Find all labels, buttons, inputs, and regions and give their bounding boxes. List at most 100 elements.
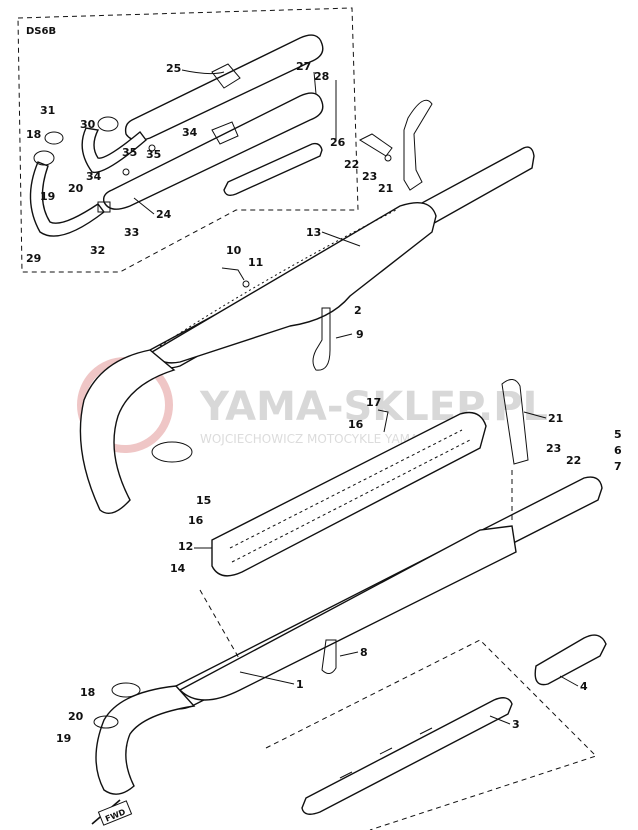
bracket-8 [321, 639, 337, 674]
bolt-35 [148, 144, 156, 152]
callout-20b: 20 [68, 710, 84, 723]
callout-15: 15 [196, 494, 211, 507]
flange-30 [97, 116, 119, 132]
callout-14: 14 [170, 562, 186, 575]
callout-26: 26 [330, 136, 346, 149]
baffle-alignment-lines [265, 639, 597, 830]
callout-21a: 21 [378, 182, 393, 195]
washer-23a [384, 154, 392, 162]
inset-frame [17, 7, 359, 273]
callout-16b: 16 [188, 514, 204, 527]
callout-11: 11 [248, 256, 263, 269]
stay-21b [501, 379, 529, 465]
callout-17: 17 [366, 396, 381, 409]
callout-7: 7 [614, 460, 622, 473]
callout-9: 9 [356, 328, 364, 341]
muffler-bracket-25 [211, 63, 241, 89]
flange-18a [33, 150, 55, 166]
exhaust-pipe-30 [81, 127, 147, 174]
callout-4: 4 [580, 680, 588, 693]
leader-3 [489, 715, 511, 725]
callout-23a: 23 [362, 170, 377, 183]
watermark: YAMA-SKLEP.PL WOJCIECHOWICZ MOTOCYKLE YA… [77, 357, 548, 453]
callout-3: 3 [512, 718, 520, 731]
leader-8 [339, 651, 359, 657]
callout-21b: 21 [548, 412, 563, 425]
muffler-24 [102, 92, 324, 210]
callout-13: 13 [306, 226, 321, 239]
leader-27-28 [313, 71, 317, 95]
callout-8: 8 [360, 646, 368, 659]
callout-19b: 19 [56, 732, 71, 745]
baffle-3 [301, 697, 513, 815]
callout-22a: 22 [344, 158, 359, 171]
watermark-main-text: YAMA-SKLEP.PL [199, 384, 548, 430]
callout-1: 1 [296, 678, 304, 691]
callout-35a: 35 [122, 146, 137, 159]
callout-25: 25 [166, 62, 181, 75]
flange-20b [93, 715, 119, 729]
flange-18b [111, 682, 141, 698]
inset-title: DS6B [26, 26, 56, 37]
callout-34b: 34 [86, 170, 102, 183]
clamp-33 [97, 201, 111, 213]
gasket-31 [44, 131, 64, 145]
end-cap-4 [534, 634, 607, 686]
baffle-26 [223, 142, 323, 197]
callout-18a: 18 [26, 128, 41, 141]
leader-21b [523, 411, 547, 419]
callout-28: 28 [314, 70, 329, 83]
leader-1 [239, 671, 295, 685]
callout-30: 30 [80, 118, 96, 131]
callout-16a: 16 [348, 418, 364, 431]
leader-14-dashed [199, 589, 241, 661]
stay-21a [403, 99, 433, 191]
callout-24: 24 [156, 208, 172, 221]
ds6b-inset: DS6B [17, 7, 359, 273]
callout-2: 2 [354, 304, 362, 317]
callout-35b: 35 [146, 148, 161, 161]
callout-18b: 18 [80, 686, 95, 699]
exhaust-bend-upper [79, 349, 176, 514]
callout-5: 5 [614, 428, 622, 441]
exhaust-flange-upper [151, 441, 193, 463]
muffler-body-1 [178, 525, 517, 701]
leader-4 [559, 675, 579, 687]
callout-23b: 23 [546, 442, 561, 455]
callout-34a: 34 [182, 126, 198, 139]
muffler-bracket-24 [211, 121, 239, 145]
callout-22b: 22 [566, 454, 581, 467]
leader-24 [133, 197, 155, 215]
shield-holes-12 [229, 429, 471, 563]
shield-holes-13 [159, 209, 397, 347]
bracket-9 [312, 307, 331, 371]
exhaust-bend-lower [95, 685, 196, 795]
baffle-rings-3 [339, 727, 433, 779]
callout-6: 6 [614, 444, 622, 457]
callout-27: 27 [296, 60, 311, 73]
bolt-17 [377, 409, 389, 433]
callout-19a: 19 [40, 190, 55, 203]
upper-exhaust-assembly [79, 99, 535, 514]
callout-32: 32 [90, 244, 105, 257]
lower-exhaust-assembly: FWD [91, 379, 607, 830]
watermark-sub-text: WOJCIECHOWICZ MOTOCYKLE YAMAHA [200, 432, 436, 446]
heat-shield-13 [151, 202, 437, 364]
callout-29: 29 [26, 252, 41, 265]
bolt-22a [358, 133, 393, 157]
callout-12: 12 [178, 540, 193, 553]
fwd-box [97, 800, 133, 826]
heat-shield-12 [211, 411, 487, 577]
leader-13 [321, 231, 361, 247]
bolt-10 [221, 267, 245, 281]
callout-10: 10 [226, 244, 242, 257]
callout-20a: 20 [68, 182, 84, 195]
leader-25 [181, 69, 225, 75]
leader-lines [133, 69, 579, 725]
leader-9 [335, 333, 353, 339]
washer-11 [242, 280, 250, 288]
bolt-34 [122, 168, 130, 176]
callout-labels: 31 18 30 19 20 25 27 28 34 35 35 34 26 2… [26, 60, 622, 745]
